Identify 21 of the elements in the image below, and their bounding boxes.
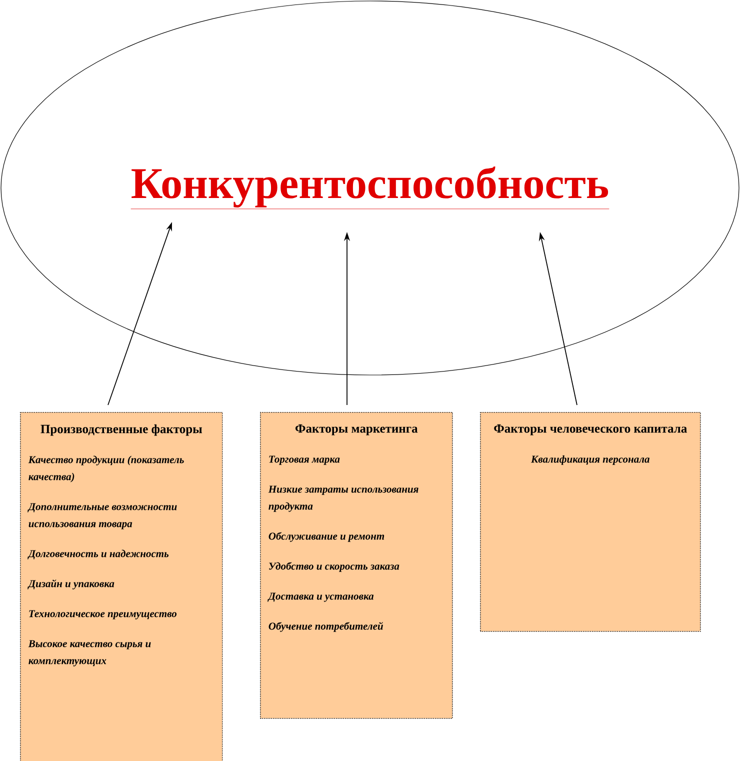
factor-text: Дизайн и упаковка [28, 580, 114, 590]
factor-text: Низкие затраты использования продукта [268, 486, 418, 512]
title-text: Конкурентоспособность [132, 166, 608, 208]
factor-text: Долговечность и надежность [28, 550, 169, 560]
box-heading: Факторы человеческого капитала [494, 424, 687, 436]
factor-box [480, 412, 701, 632]
factor-text: Торговая марка [269, 456, 340, 465]
factor-text: Обучение потребителей [268, 622, 383, 632]
factor-text: Обслуживание и ремонт [268, 532, 384, 542]
factor-box [20, 412, 223, 761]
factor-text: Технологическое преимущество [29, 610, 177, 620]
ellipse [0, 0, 740, 376]
box-heading: Производственные факторы [40, 424, 202, 436]
factor-text: Высокое качество сырья и комплектующих [28, 640, 151, 666]
box-heading: Факторы маркетинга [296, 424, 418, 436]
factor-text: Доставка и установка [268, 592, 374, 602]
factor-text: Квалификация персонала [530, 455, 650, 465]
factor-text: Удобство и скорость заказа [269, 562, 400, 572]
factor-text: Качество продукции (показатель качества) [28, 456, 184, 482]
factor-text: Дополнительные возможности использования товара [28, 503, 177, 530]
factor-box [260, 412, 453, 719]
